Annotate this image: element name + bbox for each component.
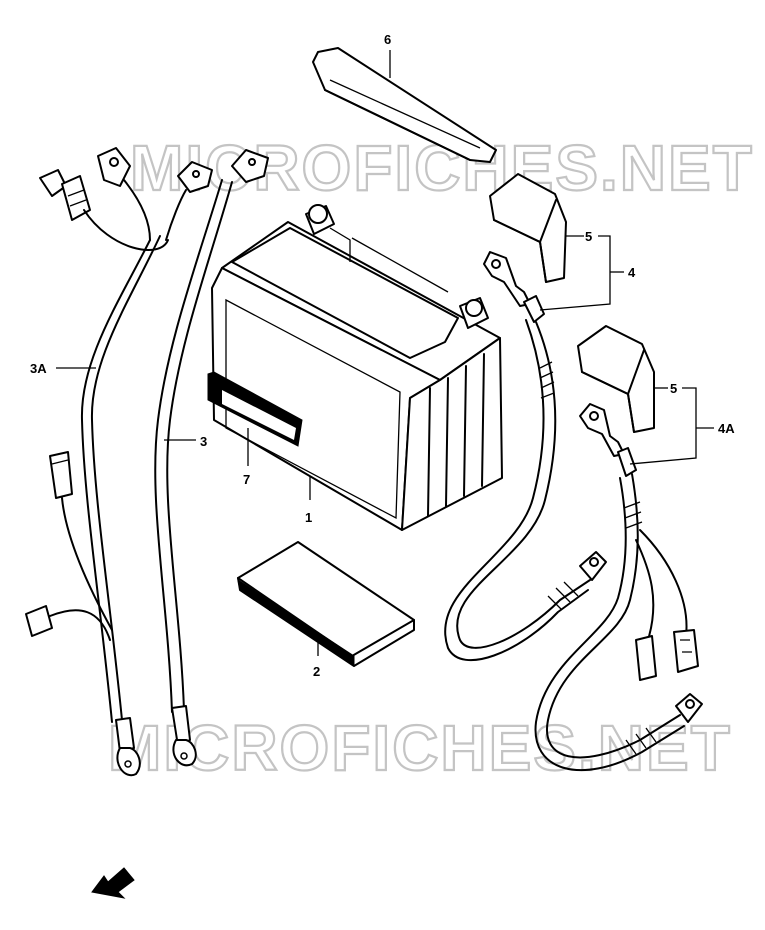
- callout-6: 6: [384, 32, 391, 47]
- front-direction-arrow: [91, 867, 135, 899]
- part-1-battery: [211, 204, 503, 531]
- callout-5-lower: 5: [670, 381, 677, 396]
- part-6-battery-band: [312, 47, 497, 163]
- callout-4a: 4A: [718, 421, 735, 436]
- part-7-battery-label: [207, 371, 303, 447]
- part-5-terminal-cover-upper: [489, 173, 567, 283]
- callout-3a: 3A: [30, 361, 47, 376]
- callout-3: 3: [200, 434, 207, 449]
- callout-2: 2: [313, 664, 320, 679]
- part-3a-wire-harness: [25, 147, 169, 777]
- part-5-terminal-cover-lower: [577, 325, 655, 433]
- callout-5-upper: 5: [585, 229, 592, 244]
- part-4a-negative-cable: [534, 403, 703, 772]
- callout-1: 1: [305, 510, 312, 525]
- callout-7: 7: [243, 472, 250, 487]
- part-2-battery-pad: [237, 541, 415, 667]
- callout-labels: 6 1 7 2 3 3A 5 4 5 4A: [30, 32, 735, 679]
- callout-4: 4: [628, 265, 636, 280]
- watermark-bottom: MICROFICHES.NET: [108, 712, 732, 784]
- part-4-positive-cable: [444, 251, 607, 662]
- part-3-lead-wire: [154, 149, 269, 767]
- leader-lines: [56, 50, 714, 656]
